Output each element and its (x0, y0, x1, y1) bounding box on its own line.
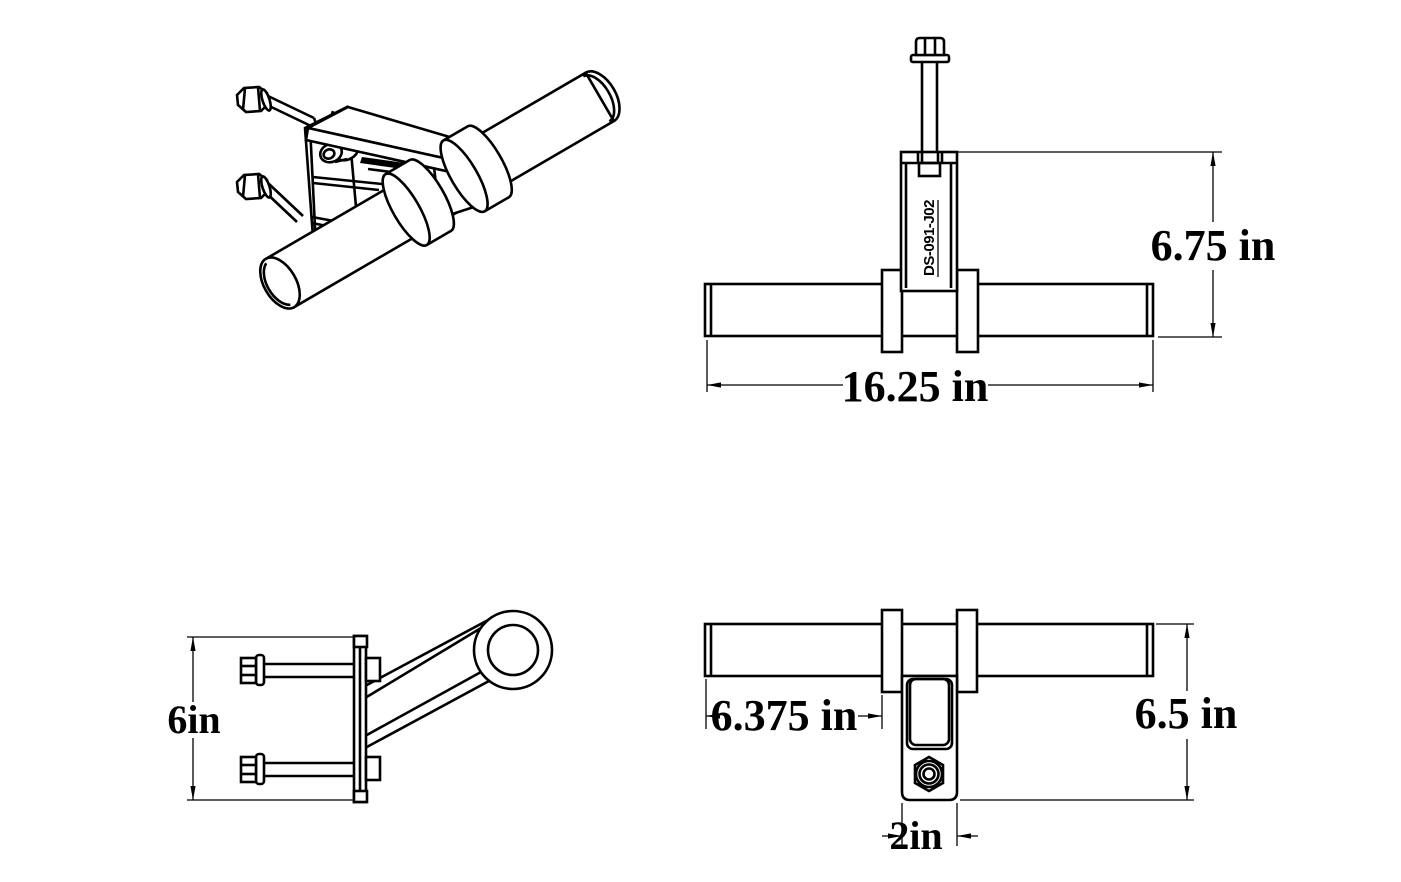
dim-front-length-label: 16.25 in (842, 362, 989, 411)
front-view: DS-091-J02 6.75 in 16.25 in (703, 36, 1276, 411)
dim-front-length: 16.25 in (706, 340, 1154, 411)
side-mount-plate (352, 634, 369, 804)
iso-collar-front (381, 158, 456, 247)
dim-side-height-label: 6in (167, 697, 220, 742)
bottom-bar (703, 622, 1155, 678)
dim-bottom-offset-label: 6.375 in (711, 691, 858, 740)
dim-bottom-width-label: 2in (889, 813, 942, 858)
bottom-collar-right (955, 608, 979, 694)
front-bolt (909, 36, 951, 152)
dim-bottom-height: 6.5 in (960, 623, 1238, 801)
front-post-tube (899, 150, 959, 293)
side-nut-lower (364, 755, 382, 782)
part-number-label: DS-091-J02 (921, 200, 938, 276)
dim-bottom-height-label: 6.5 in (1135, 689, 1238, 738)
bottom-hex-bolt (913, 755, 945, 793)
iso-collar-rear (439, 124, 514, 214)
dim-front-height-label: 6.75 in (1151, 221, 1276, 270)
front-collar-left (880, 268, 904, 354)
side-bolt-upper (239, 653, 354, 687)
bottom-view: 6.375 in 6.5 in 2in (703, 608, 1238, 858)
side-bolt-lower (239, 752, 354, 786)
bottom-post-tube (900, 674, 959, 802)
iso-bolt-lower (235, 172, 304, 223)
isometric-view (235, 70, 621, 310)
dim-bottom-width: 2in (882, 803, 978, 858)
side-arm (364, 617, 491, 750)
dim-front-height: 6.75 in (957, 151, 1276, 338)
dim-bottom-offset: 6.375 in (705, 679, 883, 740)
front-collar-right (955, 268, 980, 354)
side-view: 6in (167, 609, 554, 804)
front-bar (703, 282, 1155, 338)
bottom-collar-left (880, 608, 904, 694)
side-ring (472, 609, 554, 691)
dim-side-height: 6in (167, 636, 354, 801)
side-nut-upper (364, 656, 382, 683)
iso-bolt-upper (235, 85, 315, 128)
